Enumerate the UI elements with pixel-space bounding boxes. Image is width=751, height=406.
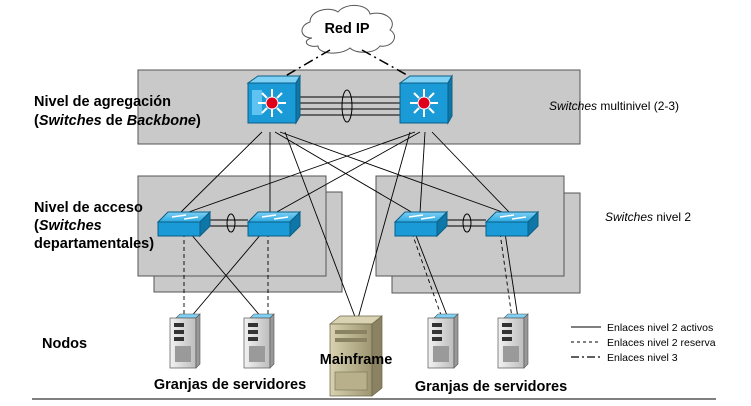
access-line1: Nivel de acceso — [34, 200, 143, 216]
aggregation-level-label: Nivel de agregación (Switches de Backbon… — [34, 94, 201, 129]
multilevel-switches-annotation: Switches multinivel (2-3) — [549, 99, 679, 113]
reserve-l2-links — [183, 232, 513, 319]
aggregation-line2: (Switches de Backbone) — [34, 113, 201, 129]
legend-label-active: Enlaces nivel 2 activos — [607, 322, 713, 334]
aggregation-line1: Nivel de agregación — [34, 94, 171, 110]
mainframe: Mainframe — [320, 315, 393, 397]
mainframe-label: Mainframe — [320, 352, 393, 368]
access-line3: departamentales) — [34, 236, 154, 252]
nodes-label: Nodos — [42, 336, 87, 352]
active-l2-links — [179, 131, 519, 323]
access-level-label: Nivel de acceso (Switches departamentale… — [34, 200, 154, 252]
router-right — [398, 74, 453, 125]
access-line2: (Switches — [34, 218, 102, 234]
cloud-label: Red IP — [324, 21, 369, 37]
server-1 — [169, 313, 201, 369]
legend: Enlaces nivel 2 activos Enlaces nivel 2 … — [571, 322, 716, 364]
access-switch-3 — [393, 210, 449, 238]
access-switch-2 — [246, 210, 302, 238]
level2-switches-annotation: Switches nivel 2 — [605, 210, 691, 224]
server-farm-label-left: Granjas de servidores — [154, 377, 306, 393]
ip-cloud: Red IP — [301, 5, 395, 54]
legend-label-level3: Enlaces nivel 3 — [607, 352, 678, 364]
server-4 — [497, 313, 529, 369]
server-farm-label-right: Granjas de servidores — [415, 379, 567, 395]
backbone-trunk — [295, 89, 402, 123]
router-left — [246, 74, 301, 125]
access-switch-1 — [156, 210, 212, 238]
aggregation-level-panel — [137, 69, 581, 145]
server-3 — [427, 313, 459, 369]
trunk-bundle-marker — [341, 89, 353, 123]
access-switch-4 — [484, 210, 540, 238]
level3-link-left — [269, 49, 331, 86]
legend-label-reserve: Enlaces nivel 2 reserva — [607, 337, 716, 349]
server-2 — [243, 313, 275, 369]
